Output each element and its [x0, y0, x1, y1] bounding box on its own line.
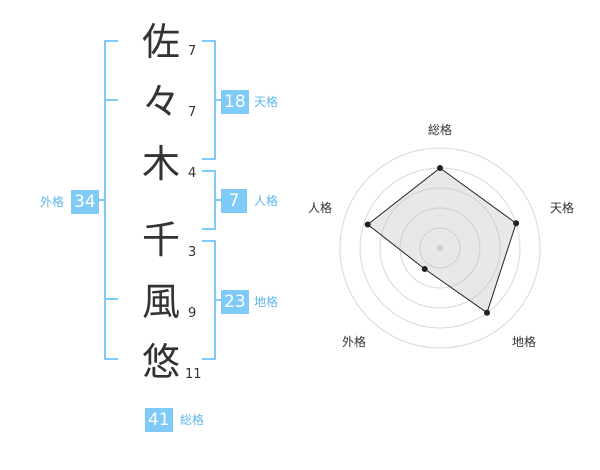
stroke-count-3: 4 — [188, 166, 197, 181]
name-char-2: 々 — [141, 80, 180, 124]
stroke-count-6: 11 — [185, 367, 202, 382]
name-char-3: 木 — [141, 142, 180, 186]
chikaku-value-badge: 23 — [221, 290, 249, 314]
stroke-count-1: 7 — [188, 44, 197, 59]
radar-point-5 — [364, 221, 371, 228]
jinkaku-bracket-tick — [214, 199, 222, 201]
radar-point-3 — [484, 309, 490, 316]
radar-point-2 — [513, 220, 520, 227]
radar-label-tenkaku: 天格 — [550, 200, 574, 215]
stroke-count-2: 7 — [188, 105, 197, 120]
radar-label-soukaku: 総格 — [428, 122, 452, 137]
radar-center-point — [437, 245, 443, 251]
soukaku-value-badge: 41 — [145, 408, 173, 432]
radar-label-gaikaku: 外格 — [342, 334, 366, 349]
radar-label-chikaku: 地格 — [512, 334, 536, 349]
radar-point-1 — [437, 165, 443, 171]
chikaku-bracket-tick — [214, 299, 222, 301]
bracket-tick-upper — [104, 99, 118, 101]
radar-ring-1 — [419, 227, 461, 269]
radar-area — [366, 167, 517, 314]
jinkaku-label: 人格 — [254, 194, 279, 208]
fortune-radar-chart: 総格 天格 地格 外格 人格 — [308, 122, 574, 349]
gaikaku-bracket-tick — [98, 199, 106, 201]
stroke-count-4: 3 — [188, 245, 197, 260]
gaikaku-bracket — [104, 40, 118, 360]
radar-label-jinkaku: 人格 — [308, 200, 332, 215]
chikaku-label: 地格 — [254, 295, 279, 309]
bracket-tick-lower — [104, 298, 118, 300]
soukaku-label: 総格 — [180, 413, 205, 427]
radar-point-4 — [421, 266, 428, 272]
radar-ring-3 — [379, 187, 501, 309]
jinkaku-value-badge: 7 — [221, 189, 247, 213]
name-char-5: 風 — [141, 280, 180, 324]
tenkaku-bracket-tick — [214, 99, 222, 101]
tenkaku-value-badge: 18 — [221, 90, 249, 114]
gaikaku-label: 外格 — [40, 195, 65, 209]
gaikaku-value-badge: 34 — [71, 190, 99, 214]
radar-ring-2 — [399, 207, 481, 289]
name-char-6: 悠 — [141, 340, 180, 384]
stroke-count-5: 9 — [188, 306, 197, 321]
tenkaku-label: 天格 — [254, 95, 279, 109]
name-char-4: 千 — [141, 218, 180, 262]
name-char-1: 佐 — [141, 20, 180, 64]
